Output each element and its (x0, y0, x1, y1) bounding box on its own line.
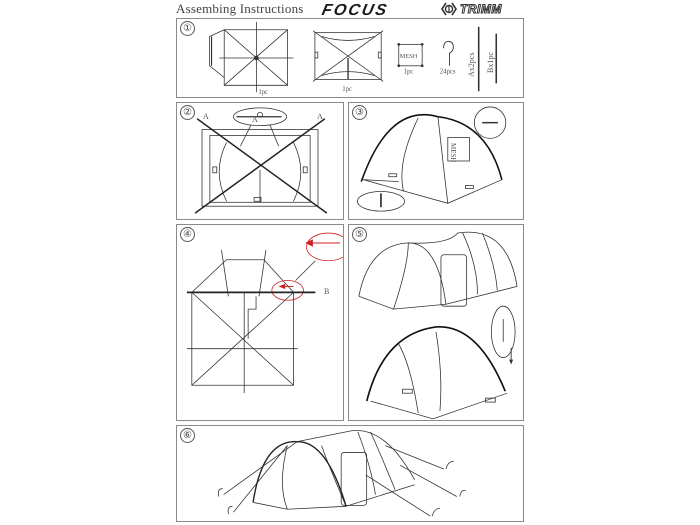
step-3-diagram (356, 106, 507, 212)
pole-label-a: A (203, 112, 209, 121)
svg-text:MESH: MESH (400, 53, 418, 60)
step-4-panel: ④ B (176, 224, 344, 421)
step-number: ③ (352, 105, 367, 120)
step-1-panel: ① 1pc 1pc MESH 1pc 2 (176, 18, 524, 98)
step-5-panel: ⑤ (348, 224, 524, 421)
pole-label-b: B (324, 287, 330, 296)
document-title: Assembing Instructions (176, 1, 304, 16)
trimm-logo-icon (441, 2, 457, 16)
step-2-diagram (194, 107, 328, 214)
svg-text:1pc: 1pc (342, 86, 352, 93)
step-6-panel: ⑥ (176, 425, 524, 522)
step-6-diagram (217, 430, 466, 517)
parts-diagram: 1pc 1pc MESH 1pc 24pcs (209, 21, 498, 96)
pole-label-a: A (252, 115, 258, 124)
pole-a-qty: Ax2pcs (467, 52, 476, 77)
step-number: ② (180, 105, 195, 120)
step-5-diagram (358, 231, 518, 420)
step-4-diagram (186, 232, 343, 394)
brand-name: TRIMM (460, 2, 502, 17)
mesh-label: MESH (449, 143, 457, 163)
svg-text:24pcs: 24pcs (440, 69, 456, 76)
svg-text:1pc: 1pc (258, 89, 268, 96)
step-3-panel: ③ MESH (348, 102, 524, 220)
step-2-panel: ② A A A (176, 102, 344, 220)
step-number: ⑤ (352, 227, 367, 242)
step-number: ① (180, 21, 195, 36)
brand-logo: TRIMM (441, 2, 502, 17)
svg-text:1pc: 1pc (404, 69, 414, 76)
step-number: ④ (180, 227, 195, 242)
pole-b-qty: Bx1pc (486, 52, 495, 73)
step-number: ⑥ (180, 428, 195, 443)
pole-label-a: A (317, 112, 323, 121)
